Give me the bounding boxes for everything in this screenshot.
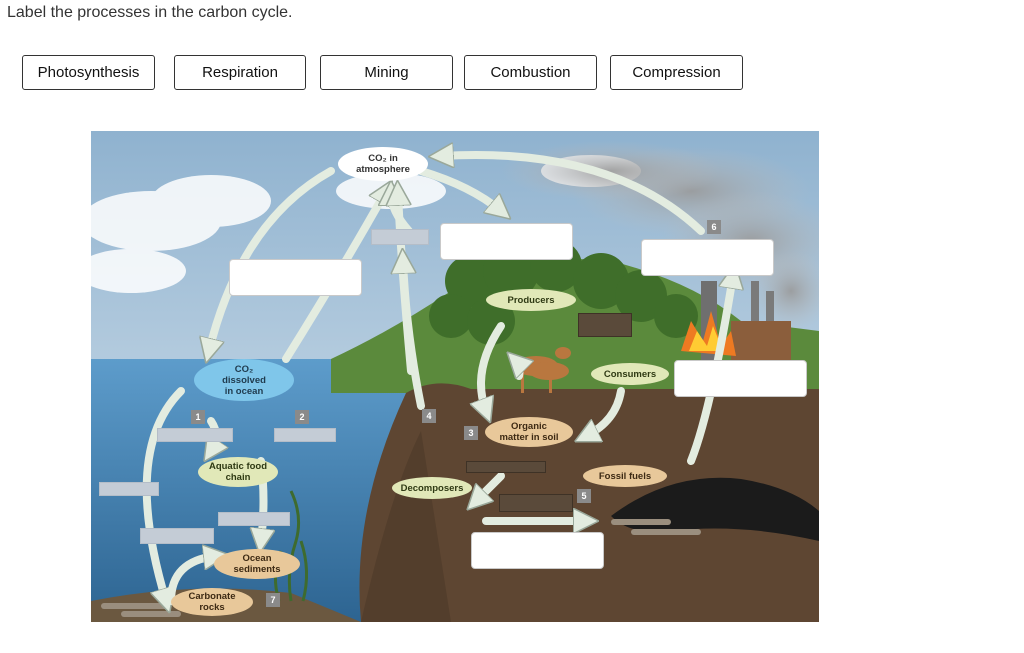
label-tag (466, 461, 546, 473)
marker-2: 2 (295, 410, 309, 424)
carbon-cycle-diagram: CO₂ in atmosphere CO₂ dissolved in ocean… (91, 131, 819, 622)
node-co2-ocean: CO₂ dissolved in ocean (194, 359, 294, 401)
drop-target-decomposers[interactable] (471, 532, 604, 569)
label-tag (218, 512, 290, 526)
label-tag (140, 528, 214, 544)
marker-7: 7 (266, 593, 280, 607)
label-tag (157, 428, 233, 442)
choice-photosynthesis[interactable]: Photosynthesis (22, 55, 155, 90)
node-aquatic-food-chain: Aquatic food chain (198, 457, 278, 487)
node-decomposers: Decomposers (392, 477, 472, 499)
node-ocean-sediments: Ocean sediments (214, 549, 300, 579)
label-tag (578, 313, 632, 337)
label-tag (99, 482, 159, 496)
node-carbonate-rocks: Carbonate rocks (171, 588, 253, 616)
node-consumers: Consumers (591, 363, 669, 385)
node-producers: Producers (486, 289, 576, 311)
marker-3: 3 (464, 426, 478, 440)
marker-4: 4 (422, 409, 436, 423)
drop-target-factory[interactable] (641, 239, 774, 276)
marker-1: 1 (191, 410, 205, 424)
marker-6: 6 (707, 220, 721, 234)
label-tag (499, 494, 573, 512)
choice-mining[interactable]: Mining (320, 55, 453, 90)
node-co2-atmosphere: CO₂ in atmosphere (338, 147, 428, 181)
drop-target-fossil-fuels[interactable] (674, 360, 807, 397)
choice-respiration[interactable]: Respiration (174, 55, 306, 90)
marker-5: 5 (577, 489, 591, 503)
oil-deposit (611, 477, 819, 541)
choice-combustion[interactable]: Combustion (464, 55, 597, 90)
node-fossil-fuels: Fossil fuels (583, 465, 667, 487)
label-tag (371, 229, 429, 245)
drop-target-producers[interactable] (440, 223, 573, 260)
label-tag (274, 428, 336, 442)
node-organic-matter: Organic matter in soil (485, 417, 573, 447)
question-prompt: Label the processes in the carbon cycle. (7, 4, 293, 21)
choice-compression[interactable]: Compression (610, 55, 743, 90)
drop-target-atmosphere-ocean[interactable] (229, 259, 362, 296)
